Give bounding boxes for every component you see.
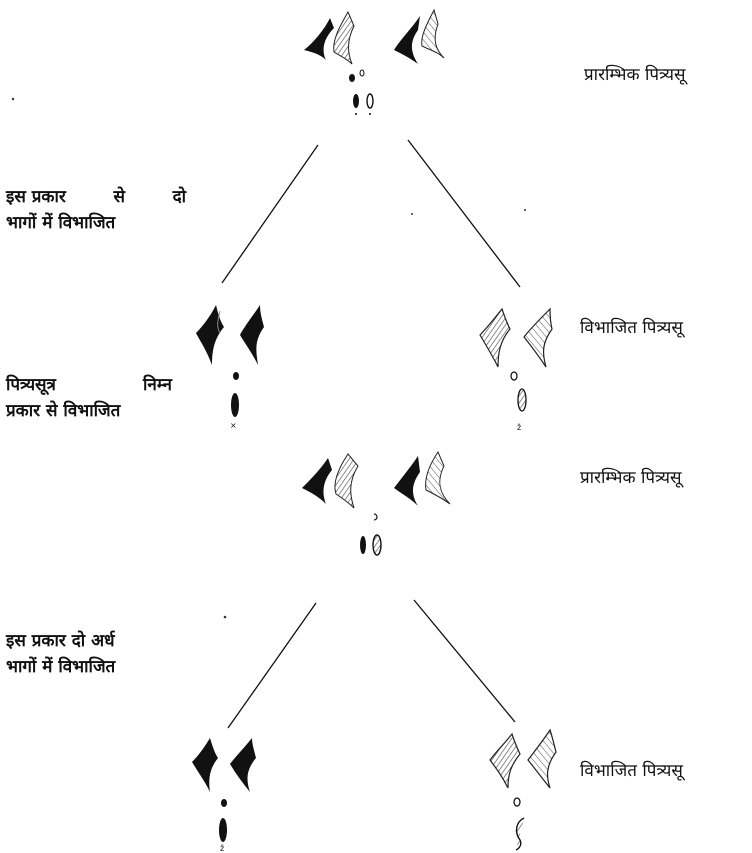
chromosome-pair-icon [479, 307, 553, 368]
chromosome-pair-icon [489, 728, 557, 789]
centromere-dots-icon [360, 513, 382, 556]
svg-text:×: × [230, 421, 237, 430]
centromere-dots-icon [349, 69, 374, 115]
centromere-dots-icon: × [230, 372, 239, 430]
label-line: भागों में विभाजित [6, 657, 116, 677]
label-divided-chromosome-bottom: विभाजित पित्र्यसू [580, 761, 683, 781]
label-line: इस प्रकार दो अर्ध [6, 631, 115, 651]
chromosome-pair-icon [196, 305, 264, 365]
svg-text:ž: ž [517, 423, 521, 432]
label-divided-chromosome-mid: विभाजित पित्र्यसू [580, 318, 683, 338]
label-line: प्रकार से विभाजित [6, 401, 121, 421]
division-line [413, 599, 516, 723]
division-line [407, 139, 521, 288]
label-divided-into-halves-block: इस प्रकार दो अर्ध भागों में विभाजित [6, 628, 115, 680]
centromere-dots-icon: ž [219, 799, 227, 853]
label-word: निम्न [142, 375, 172, 395]
chromosome-pair-icon [304, 8, 445, 65]
label-word: दो [172, 187, 186, 207]
chromosome-pair-icon [192, 738, 256, 792]
centromere-dots-icon [513, 797, 525, 851]
division-line [227, 602, 317, 729]
division-lines [221, 139, 521, 729]
label-word: इस प्रकार [6, 187, 66, 207]
label-initial-chromosome-top: प्रारम्भिक पित्र्यसू [584, 65, 686, 85]
label-divided-into-two-block: इस प्रकार से दो भागों में विभाजित [6, 184, 186, 236]
label-line: पित्र्यसूत्र निम्न [6, 372, 172, 398]
svg-text:ž: ž [220, 844, 224, 853]
paper-specks [11, 97, 526, 619]
label-word: पित्र्यसूत्र [6, 375, 56, 395]
centromere-dots-icon: ž [510, 371, 527, 432]
label-word: से [113, 187, 125, 207]
chromosome-pair-icon [302, 450, 451, 509]
label-initial-chromosome-center: प्रारम्भिक पित्र्यसू [580, 468, 682, 488]
label-line: भागों में विभाजित [6, 213, 116, 233]
label-chromosome-divides-block: पित्र्यसूत्र निम्न प्रकार से विभाजित [6, 372, 172, 424]
division-line [221, 144, 319, 284]
label-line: इस प्रकार से दो [6, 184, 186, 210]
